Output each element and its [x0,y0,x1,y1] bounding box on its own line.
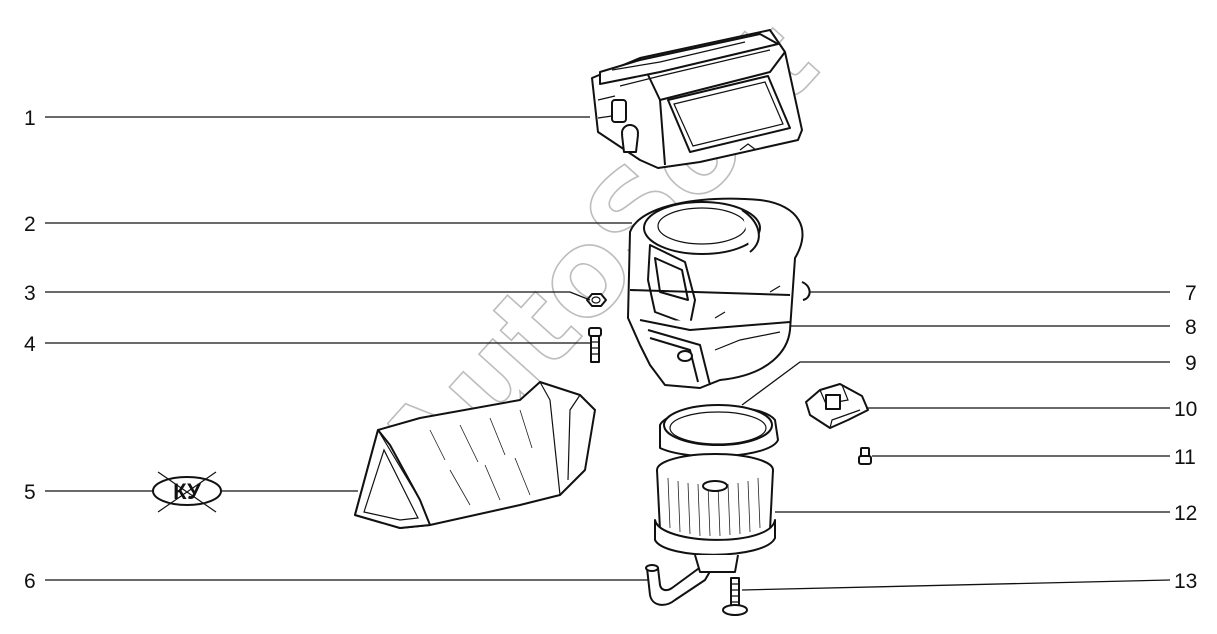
leader-line-3 [45,291,591,301]
callout-number-8: 8 [1185,316,1197,339]
callout-number-6: 6 [24,570,36,593]
leader-line-13 [741,579,1171,591]
nut-part [586,293,607,307]
callout-number-5: 5 [24,481,36,504]
blower-motor-part [654,453,776,573]
ku-mark: КУ [152,471,222,513]
callout-number-4: 4 [24,333,36,356]
fan-housing-part [627,197,811,389]
self-tapping-screw-part [722,577,748,616]
callout-number-2: 2 [24,213,36,236]
callout-number-1: 1 [24,107,36,130]
bolt-part [588,327,602,363]
callout-number-9: 9 [1185,352,1197,375]
callout-numbers: 1 2 3 4 5 6 7 8 9 10 11 12 13 [24,107,1197,593]
air-duct-part [354,381,596,529]
leader-line-9 [741,361,1170,406]
small-screw-part [858,447,872,465]
resistor-connector-part [805,383,869,429]
callout-number-3: 3 [24,282,36,305]
ku-mark-text: КУ [173,479,201,504]
leader-lines [45,116,1171,591]
callout-number-7: 7 [1185,282,1197,305]
heater-housing-part [591,29,803,169]
callout-number-11: 11 [1174,446,1196,469]
callout-number-12: 12 [1174,502,1197,525]
callout-number-13: 13 [1174,570,1197,593]
flange-ring-part [659,404,779,458]
callout-number-10: 10 [1174,398,1197,421]
